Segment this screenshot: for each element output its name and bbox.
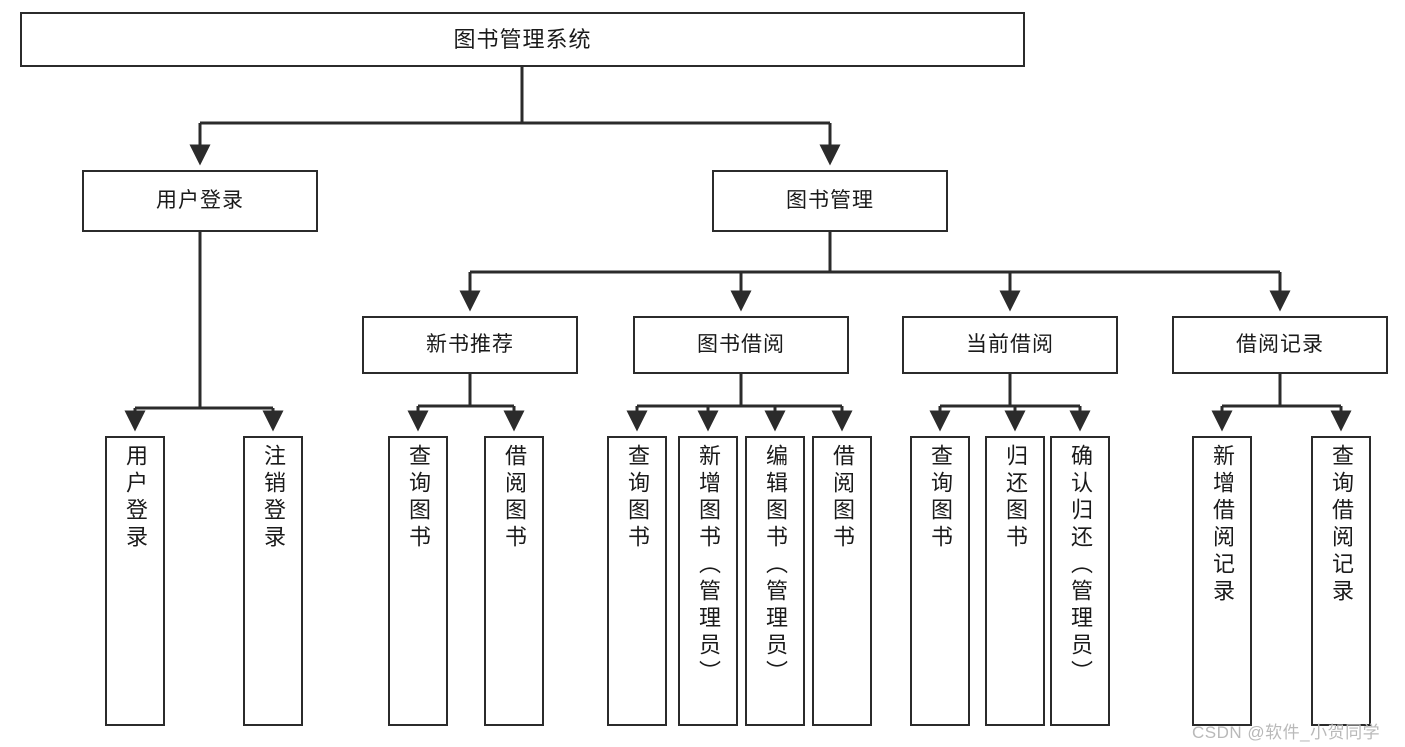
leaf-confirm-return-admin[interactable]: 确认归还（管理员） [1050,436,1110,726]
node-label: 借阅图书 [502,444,527,552]
leaf-edit-book-admin[interactable]: 编辑图书（管理员） [745,436,805,726]
leaf-query-book-borrow[interactable]: 查询图书 [607,436,667,726]
csdn-watermark: CSDN @软件_小贺同学 [1192,723,1381,742]
leaf-query-book-current[interactable]: 查询图书 [910,436,970,726]
node-label: 借阅记录 [1236,332,1324,356]
node-book-management[interactable]: 图书管理 [712,170,948,232]
node-label: 借阅图书 [830,444,855,552]
leaf-query-book-rec[interactable]: 查询图书 [388,436,448,726]
node-user-login[interactable]: 用户登录 [82,170,318,232]
leaf-borrow-book[interactable]: 借阅图书 [812,436,872,726]
node-label: 用户登录 [123,444,148,552]
leaf-return-book[interactable]: 归还图书 [985,436,1045,726]
node-label: 查询图书 [625,444,650,552]
node-label: 用户登录 [156,188,244,212]
leaf-borrow-book-rec[interactable]: 借阅图书 [484,436,544,726]
node-label: 新书推荐 [426,332,514,356]
leaf-add-book-admin[interactable]: 新增图书（管理员） [678,436,738,726]
node-label: 当前借阅 [966,332,1054,356]
node-book-borrow[interactable]: 图书借阅 [633,316,849,374]
leaf-user-login[interactable]: 用户登录 [105,436,165,726]
node-label: 图书借阅 [697,332,785,356]
node-label: 图书管理系统 [453,26,592,52]
node-label: 图书管理 [786,188,874,212]
node-borrow-record[interactable]: 借阅记录 [1172,316,1388,374]
node-label: 查询图书 [928,444,953,552]
leaf-query-borrow-record[interactable]: 查询借阅记录 [1311,436,1371,726]
node-label: 查询借阅记录 [1329,444,1354,606]
node-label: 编辑图书（管理员） [763,444,788,687]
node-label: 新增借阅记录 [1210,444,1235,606]
node-current-borrow[interactable]: 当前借阅 [902,316,1118,374]
node-root-system[interactable]: 图书管理系统 [20,12,1025,67]
leaf-logout[interactable]: 注销登录 [243,436,303,726]
node-label: 注销登录 [261,444,286,552]
leaf-add-borrow-record[interactable]: 新增借阅记录 [1192,436,1252,726]
node-label: 确认归还（管理员） [1068,444,1093,687]
node-label: 查询图书 [406,444,431,552]
node-label: 归还图书 [1003,444,1028,552]
node-label: 新增图书（管理员） [696,444,721,687]
node-new-book-recommend[interactable]: 新书推荐 [362,316,578,374]
